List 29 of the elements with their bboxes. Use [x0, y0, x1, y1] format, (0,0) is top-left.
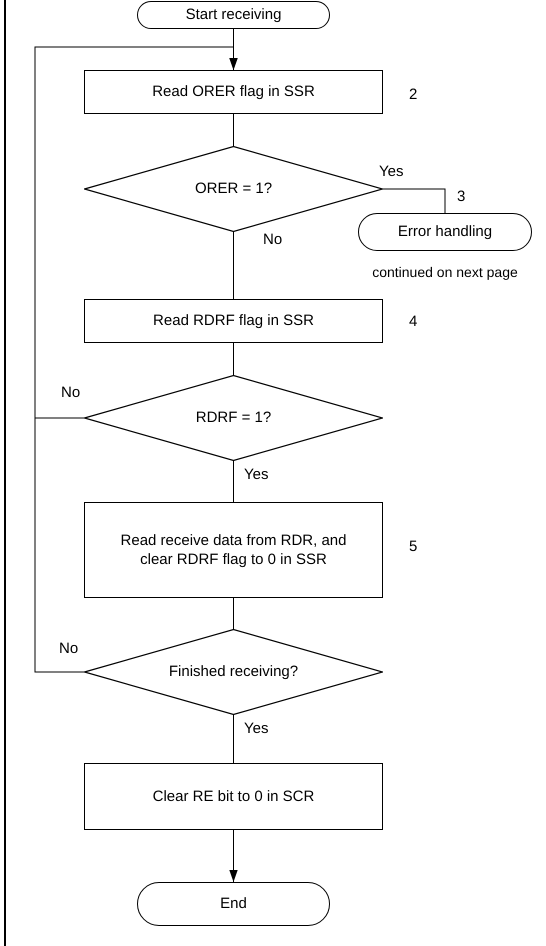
- process-box: [84, 299, 383, 343]
- connector-line: [233, 232, 234, 300]
- decision-diamond: [84, 629, 383, 715]
- connector-line: [233, 714, 234, 764]
- connector-line: [233, 342, 234, 376]
- decision-text: Finished receiving?: [168, 662, 300, 682]
- connector-line: [382, 188, 446, 214]
- terminator: [137, 882, 330, 926]
- terminator-text: End: [219, 894, 248, 914]
- note-text: continued on next page: [371, 264, 519, 280]
- process-text: Read RDRF flag in SSR: [152, 311, 315, 331]
- arrow: [229, 830, 238, 882]
- process-box: [84, 763, 383, 830]
- connector-line: [233, 460, 234, 502]
- terminator-text: Error handling: [396, 222, 494, 242]
- terminator-text: Start receiving: [184, 5, 282, 25]
- arrow: [34, 46, 238, 672]
- process-text: Read receive data from RDR, and clear RDRF flag to 0 in SSR: [120, 530, 348, 570]
- connector-line: [233, 114, 234, 146]
- process-box: [84, 502, 383, 598]
- process-text: Clear RE bit to 0 in SCR: [152, 786, 316, 806]
- decision-text: RDRF = 1?: [194, 408, 272, 428]
- decision-diamond: [84, 375, 383, 461]
- process-text: Read ORER flag in SSR: [151, 82, 316, 102]
- terminator: [358, 213, 532, 251]
- process-box: [84, 70, 383, 114]
- connector-line: [233, 598, 234, 630]
- decision-text: ORER = 1?: [194, 179, 274, 199]
- terminator: [137, 1, 330, 29]
